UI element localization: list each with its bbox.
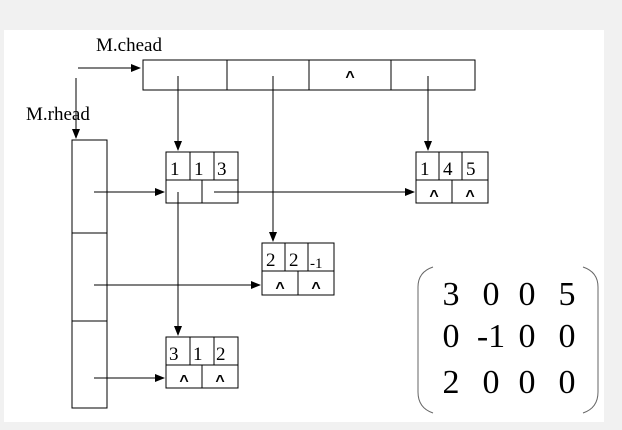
node-value: 5: [466, 159, 476, 180]
node-row: 1: [420, 159, 430, 180]
row-head-array: [71, 139, 108, 409]
chead-label: M.chead: [96, 35, 162, 56]
matrix-cell: -1: [477, 318, 505, 355]
node-1-4: 1 4 5 ^ ^: [415, 151, 489, 205]
matrix-cell: 3: [443, 276, 460, 313]
node-col: 1: [193, 344, 203, 365]
node-3-1: 3 1 2 ^ ^: [165, 336, 239, 390]
node-row: 2: [266, 250, 276, 271]
matrix-cell: 0: [519, 364, 536, 401]
matrix-cell: 2: [443, 364, 460, 401]
node-1-1: 1 1 3: [165, 151, 239, 204]
right-bracket: [582, 266, 599, 414]
pointer-arrows: [72, 64, 432, 382]
down-null-marker: ^: [275, 280, 284, 297]
rhead-label: M.rhead: [26, 104, 90, 125]
matrix-cell: 5: [559, 276, 576, 313]
down-null-marker: ^: [429, 188, 438, 205]
node-col: 1: [194, 159, 204, 180]
right-null-marker: ^: [215, 373, 224, 390]
matrix-cell: 0: [483, 276, 500, 313]
right-null-marker: ^: [465, 188, 474, 205]
node-2-2: 2 2 -1 ^ ^: [261, 242, 335, 297]
matrix-cell: 0: [519, 276, 536, 313]
node-value: -1: [310, 256, 323, 272]
row-head-frame: [71, 139, 108, 409]
node-value: 3: [217, 159, 227, 180]
matrix-cell: 0: [483, 364, 500, 401]
node-value: 2: [216, 344, 226, 365]
down-null-marker: ^: [179, 373, 188, 390]
node-row: 1: [170, 159, 180, 180]
matrix-cell: 0: [559, 364, 576, 401]
column-3-null-marker: ^: [345, 69, 354, 86]
column-head-array: ^: [142, 59, 476, 91]
left-bracket: [417, 266, 434, 414]
node-row: 3: [169, 344, 179, 365]
matrix-cell: 0: [519, 318, 536, 355]
node-col: 4: [443, 159, 453, 180]
matrix-cell: 0: [443, 318, 460, 355]
matrix-cell: 0: [559, 318, 576, 355]
node-col: 2: [289, 250, 299, 271]
right-null-marker: ^: [311, 280, 320, 297]
